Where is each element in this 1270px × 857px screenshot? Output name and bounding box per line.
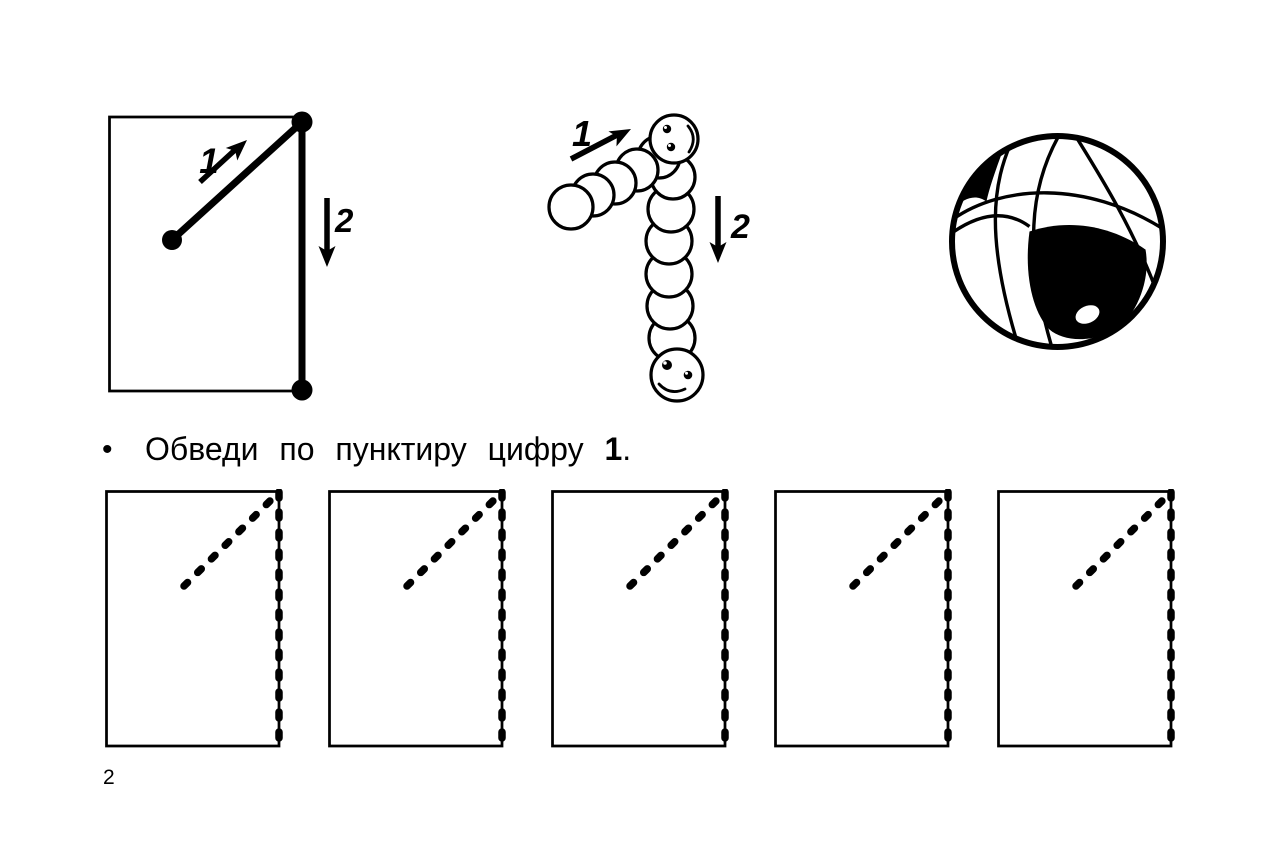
stroke-1-arrow-icon <box>569 129 631 162</box>
demo-end-dot <box>291 379 313 401</box>
tracing-box-frame <box>997 490 1173 748</box>
tracing-box <box>774 489 952 750</box>
ball-seam-lines <box>953 137 1162 346</box>
caterpillar-digit-1-illustration: 1 2 <box>547 113 750 403</box>
caterpillar-bottom-head <box>649 347 705 403</box>
ball-dark-patch <box>1027 225 1147 340</box>
demo-stroke-1-label: 1 <box>199 142 218 181</box>
demo-stroke-1-line <box>169 119 305 243</box>
dotted-stroke-1-guide <box>626 490 727 590</box>
demo-stroke-2-label: 2 <box>334 202 354 239</box>
dotted-stroke-1-guide <box>849 490 950 590</box>
tracing-box <box>997 489 1175 750</box>
dotted-stroke-1-guide <box>1072 490 1173 590</box>
ball-highlight <box>1075 305 1100 324</box>
bullet-marker: • <box>102 433 113 466</box>
instruction-period: . <box>622 431 632 467</box>
ball-outline <box>949 133 1166 350</box>
caterpillar-stroke-1-label: 1 <box>572 113 592 154</box>
tracing-box <box>105 489 283 750</box>
toy-ball-illustration <box>949 133 1166 350</box>
tracing-box-frame <box>551 490 727 748</box>
tracing-box-frame <box>774 490 950 748</box>
tracing-box-frame <box>105 490 281 748</box>
stroke-2-arrow-icon <box>709 196 727 263</box>
stroke-1-arrow-icon <box>198 140 247 185</box>
instruction-text: Обведи по пунктиру цифру <box>145 431 584 467</box>
dotted-stroke-1-guide <box>180 490 281 590</box>
stroke-2-arrow-icon <box>318 198 336 267</box>
tracing-boxes-row <box>105 489 1175 753</box>
page-number: 2 <box>103 766 115 789</box>
caterpillar-top-head <box>648 113 700 165</box>
demo-start-dot <box>162 230 182 250</box>
stroke-order-demo-figure: 1 2 <box>108 111 354 401</box>
instruction-digit: 1 <box>604 431 623 467</box>
tracing-box <box>551 489 729 750</box>
tracing-box-frame <box>328 490 504 748</box>
instruction-line: • Обведи по пунктиру цифру 1. <box>102 430 631 469</box>
tracing-box <box>328 489 506 750</box>
dotted-stroke-1-guide <box>403 490 504 590</box>
caterpillar-stroke-2-label: 2 <box>730 208 750 246</box>
